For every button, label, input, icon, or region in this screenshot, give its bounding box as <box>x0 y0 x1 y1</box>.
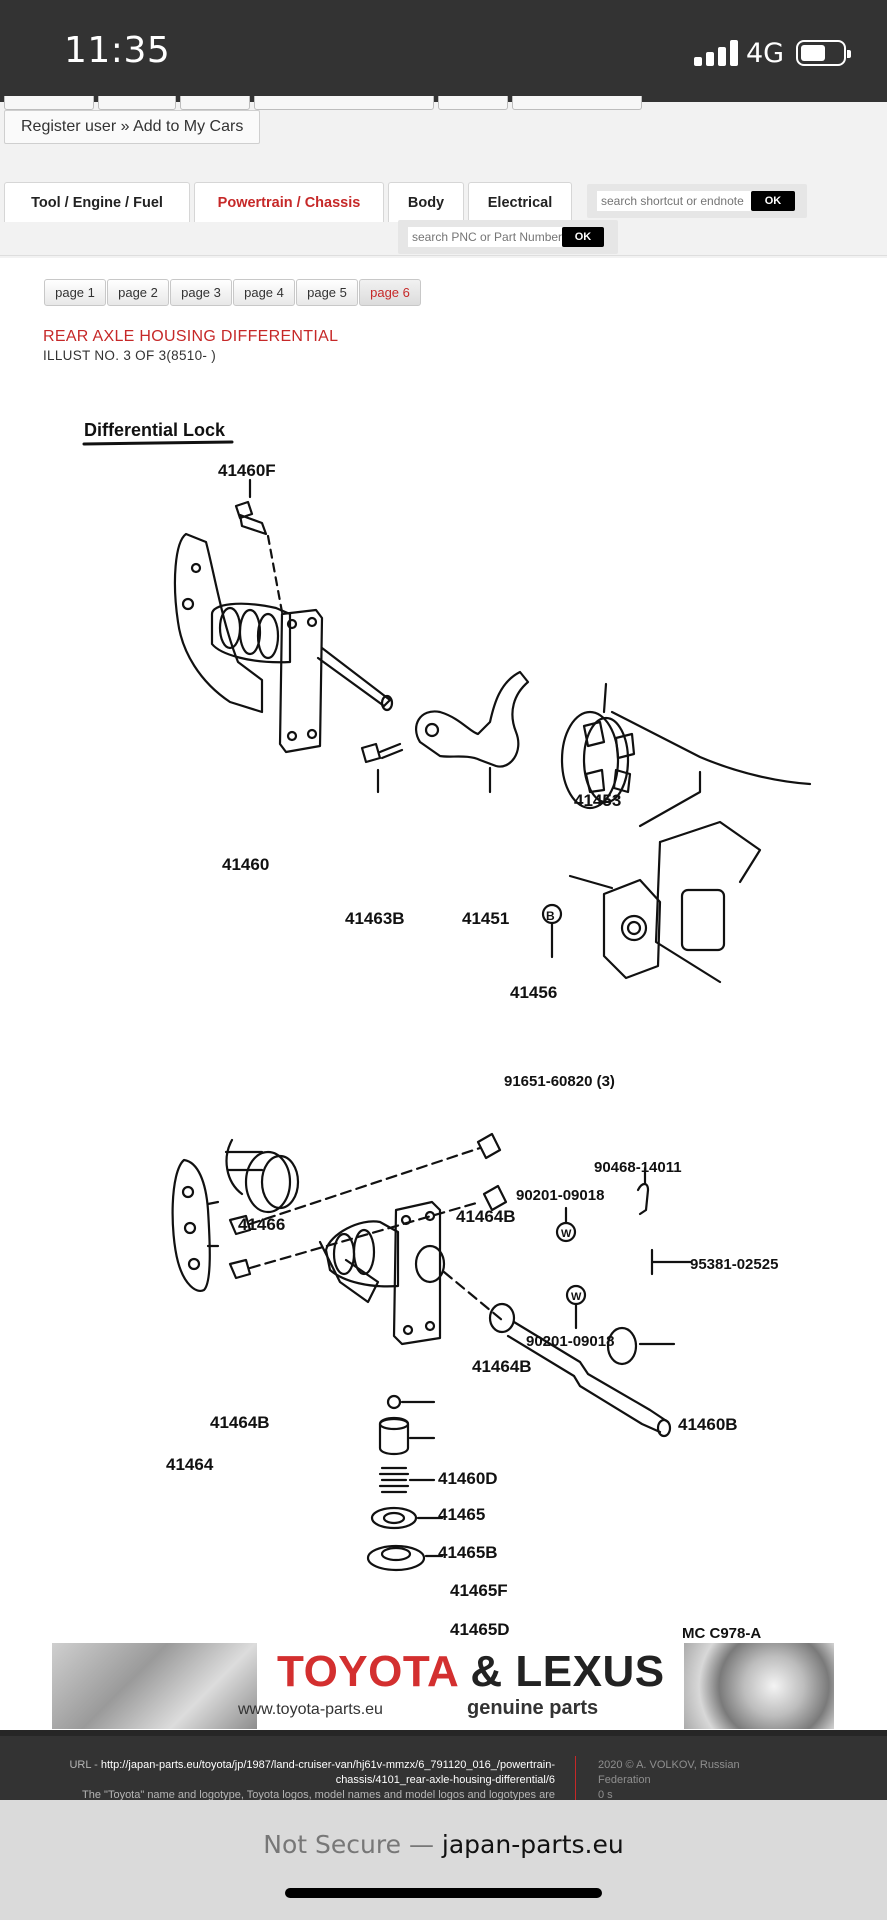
part-label-90468[interactable]: 90468-14011 <box>594 1159 682 1176</box>
fan-clutch-photo <box>684 1643 834 1729</box>
banner-brand: TOYOTA & LEXUS <box>277 1647 665 1697</box>
page-link-4[interactable]: page 4 <box>233 279 295 306</box>
marker-w-2: W <box>571 1291 582 1303</box>
part-label-41464B-mid[interactable]: 41464B <box>472 1357 532 1376</box>
tab-electrical[interactable]: Electrical <box>468 182 572 222</box>
user-links: Register user » Add to My Cars <box>4 110 261 144</box>
shortcut-search-ok-button[interactable]: OK <box>751 191 795 211</box>
section-title: REAR AXLE HOUSING DIFFERENTIAL <box>43 328 339 345</box>
shortcut-search-input[interactable] <box>597 191 757 211</box>
part-label-41453[interactable]: 41453 <box>574 791 621 810</box>
footer-trademark: The "Toyota" name and logotype, Toyota l… <box>82 1789 555 1801</box>
parts-diagram: Differential Lock 41460F 41460 41463B 41… <box>0 382 887 1672</box>
part-label-41464B-left[interactable]: 41464B <box>210 1413 270 1432</box>
banner-site: www.toyota-parts.eu <box>238 1701 383 1718</box>
page-link-5[interactable]: page 5 <box>296 279 358 306</box>
part-label-41466[interactable]: 41466 <box>238 1215 285 1234</box>
part-label-41464B-top[interactable]: 41464B <box>456 1207 516 1226</box>
part-label-41463B[interactable]: 41463B <box>345 909 405 928</box>
part-label-41451[interactable]: 41451 <box>462 909 509 928</box>
status-time: 11:35 <box>64 30 171 71</box>
marker-b: B <box>546 909 555 923</box>
add-to-my-cars-link[interactable]: Add to My Cars <box>133 118 244 135</box>
part-label-41465[interactable]: 41465 <box>438 1505 485 1524</box>
page-link-2[interactable]: page 2 <box>107 279 169 306</box>
web-page: Register user » Add to My Cars Tool / En… <box>0 96 887 1830</box>
part-label-41456[interactable]: 41456 <box>510 983 557 1002</box>
brand-lexus: LEXUS <box>515 1647 665 1696</box>
part-label-91651[interactable]: 91651-60820 (3) <box>504 1073 615 1090</box>
footer-copyright: 2020 © A. VOLKOV, Russian Federation <box>598 1759 740 1786</box>
part-label-90201-top[interactable]: 90201-09018 <box>516 1187 604 1204</box>
tab-powertrain-chassis[interactable]: Powertrain / Chassis <box>194 182 384 222</box>
status-bar: 11:35 4G <box>0 0 887 102</box>
parts-photo <box>52 1643 257 1729</box>
address-display[interactable]: Not Secure — japan-parts.eu <box>0 1830 887 1859</box>
clipped-nav-button[interactable] <box>254 96 434 110</box>
domain-label: japan-parts.eu <box>441 1830 624 1859</box>
part-label-41460F[interactable]: 41460F <box>218 461 276 480</box>
banner-tagline: genuine parts <box>467 1697 599 1719</box>
battery-icon <box>796 40 851 66</box>
part-label-41465D[interactable]: 41465D <box>450 1620 510 1639</box>
promo-banner[interactable]: TOYOTA & LEXUS www.toyota-parts.eu genui… <box>52 1643 834 1729</box>
part-label-41465B[interactable]: 41465B <box>438 1543 498 1562</box>
clipped-nav-button[interactable] <box>98 96 176 110</box>
register-user-link[interactable]: Register user <box>21 118 117 135</box>
tab-body[interactable]: Body <box>388 182 464 222</box>
home-indicator[interactable] <box>285 1888 602 1898</box>
part-label-41460B[interactable]: 41460B <box>678 1415 738 1434</box>
signal-icon <box>694 40 738 66</box>
footer-timing: 0 s <box>598 1789 613 1801</box>
footer-divider <box>575 1756 576 1818</box>
clipped-nav-button[interactable] <box>512 96 642 110</box>
clipped-nav-button[interactable] <box>4 96 94 110</box>
part-label-41464[interactable]: 41464 <box>166 1455 214 1474</box>
part-label-95381[interactable]: 95381-02525 <box>690 1256 778 1273</box>
clipped-nav-button[interactable] <box>438 96 508 110</box>
footer-url-block: URL - http://japan-parts.eu/toyota/jp/19… <box>20 1758 555 1803</box>
part-label-41460D[interactable]: 41460D <box>438 1469 498 1488</box>
pnc-search-ok-button[interactable]: OK <box>562 227 604 247</box>
network-type: 4G <box>746 38 785 69</box>
illustration-code: MC C978-A <box>682 1625 761 1642</box>
part-label-90201-bottom[interactable]: 90201-09018 <box>526 1333 614 1350</box>
page-link-3[interactable]: page 3 <box>170 279 232 306</box>
page-link-6-current[interactable]: page 6 <box>359 279 421 306</box>
diagram-heading: Differential Lock <box>84 420 226 440</box>
marker-w-1: W <box>561 1228 572 1240</box>
shortcut-search: OK <box>587 184 807 218</box>
browser-address-bar[interactable]: Not Secure — japan-parts.eu <box>0 1800 887 1920</box>
page-link-1[interactable]: page 1 <box>44 279 106 306</box>
pnc-search: OK <box>398 220 618 254</box>
brand-toyota: TOYOTA <box>277 1647 458 1696</box>
tab-divider <box>0 255 887 256</box>
part-label-41460[interactable]: 41460 <box>222 855 269 874</box>
clipped-nav-button[interactable] <box>180 96 250 110</box>
footer-url-label: URL - <box>69 1759 98 1771</box>
brand-ampersand: & <box>470 1647 503 1696</box>
pnc-search-input[interactable] <box>408 227 562 247</box>
footer-copyright-block: 2020 © A. VOLKOV, Russian Federation 0 s <box>598 1758 778 1803</box>
link-separator: » <box>120 118 130 135</box>
footer-url-link[interactable]: http://japan-parts.eu/toyota/jp/1987/lan… <box>100 1759 555 1786</box>
top-navigation: Register user » Add to My Cars Tool / En… <box>0 96 887 258</box>
tab-tool-engine-fuel[interactable]: Tool / Engine / Fuel <box>4 182 190 222</box>
section-subtitle: ILLUST NO. 3 OF 3(8510- ) <box>43 348 217 363</box>
not-secure-label: Not Secure — <box>263 1830 434 1859</box>
part-label-41465F[interactable]: 41465F <box>450 1581 508 1600</box>
